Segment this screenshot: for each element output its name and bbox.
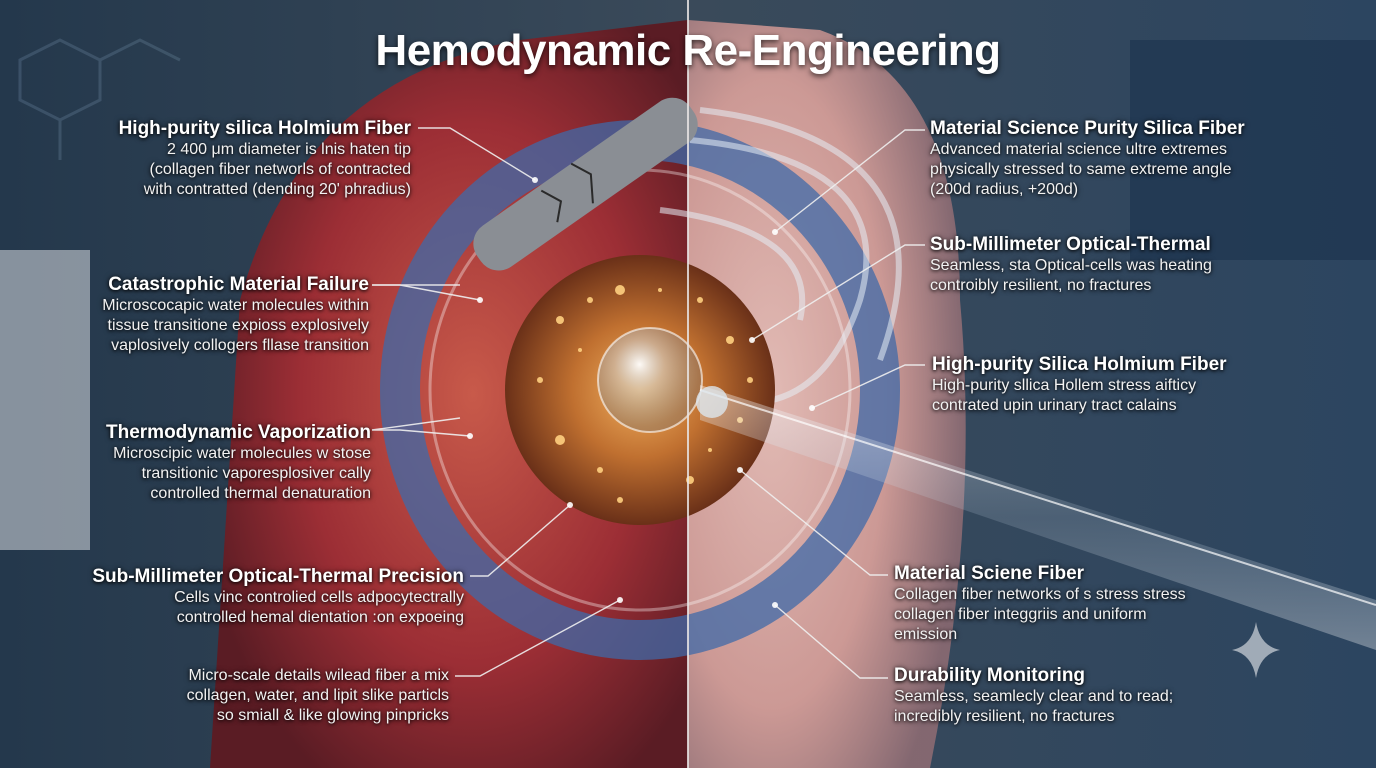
sparkle-icon xyxy=(1232,622,1280,678)
callout-silica-holmium-fiber-right: High-purity Silica Holmium Fiber High-pu… xyxy=(932,354,1227,416)
callout-line: contrated upin urinary tract calains xyxy=(932,397,1177,414)
callout-heading: Material Sciene Fiber xyxy=(894,563,1085,584)
callout-optical-thermal-right: Sub-Millimeter Optical-Thermal Seamless,… xyxy=(930,234,1212,296)
callout-heading: Material Science Purity Silica Fiber xyxy=(930,118,1245,139)
callout-line: so smiall & like glowing pinpricks xyxy=(216,707,449,724)
fiber-coil xyxy=(659,107,902,406)
callout-material-failure: Catastrophic Material Failure Microscoca… xyxy=(102,274,369,356)
vapor-bubble xyxy=(597,327,703,433)
molecule-pattern xyxy=(18,38,181,160)
callout-line: High-purity sllica Hollem stress aifticy xyxy=(932,377,1197,394)
lab-equipment xyxy=(0,250,90,550)
callout-line: emission xyxy=(894,626,958,643)
callout-heading: Catastrophic Material Failure xyxy=(108,274,369,295)
callout-durability-monitoring: Durability Monitoring Seamless, seamlecl… xyxy=(894,665,1173,727)
callout-heading: High-purity Silica Holmium Fiber xyxy=(932,354,1227,375)
callout-heading: High-purity silica Holmium Fiber xyxy=(118,118,411,139)
callout-endpoints xyxy=(467,177,815,608)
callout-micro-scale-details: Micro-scale details wilead fiber a mix c… xyxy=(187,666,449,726)
callout-line: (collagen fiber networls of contracted xyxy=(149,161,411,178)
callout-line: vaplosively collogers fllase transition xyxy=(111,337,369,354)
callout-line: incredibly resilient, no fractures xyxy=(894,708,1115,725)
glass-fiber-probe xyxy=(696,385,1376,650)
callout-thermodynamic-vaporization: Thermodynamic Vaporization Microscipic w… xyxy=(106,422,371,504)
callout-material-science-fiber: Material Science Purity Silica Fiber Adv… xyxy=(930,118,1245,200)
lab-monitor xyxy=(1130,40,1376,260)
callout-optical-thermal-precision: Sub-Millimeter Optical-Thermal Precision… xyxy=(92,566,464,628)
callout-line: controlled thermal denaturation xyxy=(150,485,371,502)
callout-line: tissue transitione expioss explosively xyxy=(107,317,369,334)
callout-line: Collagen fiber networks of s stress stre… xyxy=(894,586,1186,603)
page-title: Hemodynamic Re-Engineering xyxy=(375,26,1001,75)
callout-line: Seamless, sta Optical-cells was heating xyxy=(930,257,1212,274)
callout-line: Microscipic water molecules w stose xyxy=(113,445,371,462)
callout-line: physically stressed to same extreme angl… xyxy=(930,161,1232,178)
callout-heading: Thermodynamic Vaporization xyxy=(106,422,371,443)
callout-heading: Sub-Millimeter Optical-Thermal xyxy=(930,234,1211,255)
callout-silica-holmium-fiber-left: High-purity silica Holmium Fiber 2 400 μ… xyxy=(119,118,411,200)
fractured-fiber xyxy=(473,97,698,271)
callout-line: collagen, water, and lipit slike particl… xyxy=(186,687,449,704)
callout-material-sciene-fiber: Material Sciene Fiber Collagen fiber net… xyxy=(894,563,1186,645)
callout-line: Microscocapic water molecules within xyxy=(102,297,369,314)
callout-line: Micro-scale details wilead fiber a mix xyxy=(188,667,449,684)
callout-line: 2 400 μm diameter is lnis haten tip xyxy=(166,141,411,158)
callout-line: Seamless, seamlecly clear and to read; xyxy=(894,688,1174,705)
callout-line: collagen fiber integgriis and uniform xyxy=(894,606,1147,623)
callout-line: with contratted (dending 20' phradius) xyxy=(143,181,411,198)
callout-line: Cells vinc controlied cells adpocytectra… xyxy=(174,589,464,606)
callout-line: controibly resilient, no fractures xyxy=(930,277,1152,294)
callout-line: controlled hemal dientation :on expoeing xyxy=(176,609,464,626)
callout-leader-lines xyxy=(371,127,925,679)
callout-heading: Durability Monitoring xyxy=(894,665,1086,686)
callout-line: Advanced material science ultre extremes xyxy=(930,141,1228,158)
tissue-right-half xyxy=(688,20,966,768)
callout-line: transitionic vaporesplosiver cally xyxy=(141,465,371,482)
callout-heading: Sub-Millimeter Optical-Thermal Precision xyxy=(92,566,464,587)
callout-line: (200d radius, +200d) xyxy=(930,181,1079,198)
